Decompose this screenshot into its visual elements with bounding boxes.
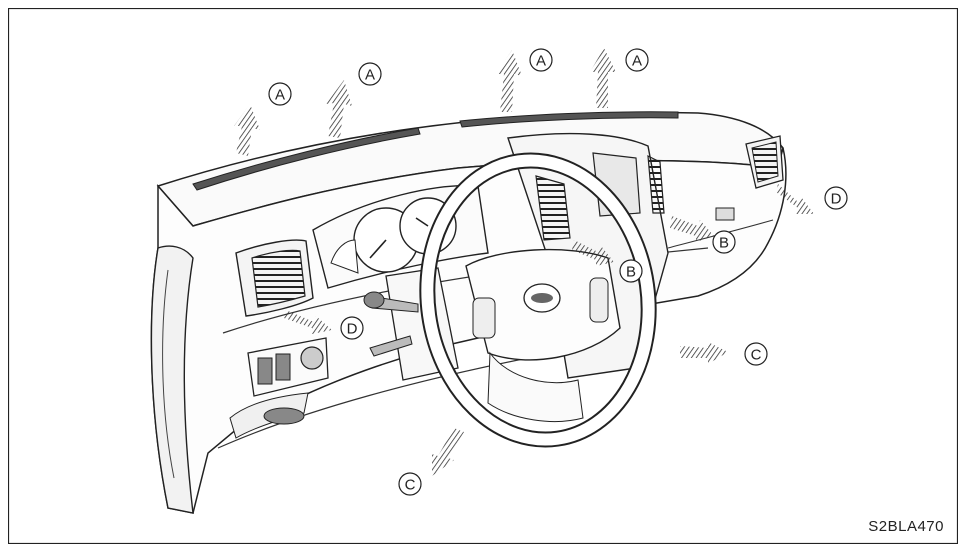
callout-a4: A <box>625 48 649 72</box>
control-knob <box>300 346 324 370</box>
diagram-frame: A A A A B B C C D D S2BLA470 <box>8 8 958 544</box>
dashboard-side-panel <box>150 245 194 514</box>
airflow-arrow-a1 <box>234 104 260 156</box>
switch-1 <box>257 357 273 385</box>
callout-label: A <box>365 67 375 84</box>
airflow-arrow-a3 <box>496 50 522 112</box>
callout-label: A <box>275 87 285 104</box>
vent-center-right <box>647 154 665 214</box>
switch-2 <box>275 353 291 381</box>
steering-wheel <box>419 152 657 448</box>
callout-label: B <box>719 235 729 252</box>
callout-label: D <box>831 191 842 208</box>
airflow-arrow-b2 <box>572 240 614 266</box>
defrost-vent-right <box>459 111 679 128</box>
figure-code: S2BLA470 <box>868 518 944 535</box>
figure-border <box>8 8 958 544</box>
callout-label: C <box>751 347 762 364</box>
wiper-stalk <box>369 335 413 357</box>
callout-a3: A <box>529 48 553 72</box>
dashboard-illustration: A A A A B B C C D D <box>8 8 958 544</box>
callout-b1: B <box>712 230 736 254</box>
callout-a1: A <box>268 82 292 106</box>
callout-d1: D <box>824 186 848 210</box>
small-switch-right <box>715 207 735 221</box>
callout-label: C <box>405 477 416 494</box>
callout-label: D <box>347 321 358 338</box>
airflow-arrow-b1 <box>670 216 714 242</box>
small-gauge <box>330 239 359 274</box>
airflow-arrow-c1 <box>680 342 728 364</box>
vent-center-left <box>535 175 571 241</box>
callout-d2: D <box>340 316 364 340</box>
airflow-arrows <box>234 48 814 476</box>
vent-right-grille <box>751 141 779 183</box>
callout-c2: C <box>398 472 422 496</box>
callout-label: B <box>626 264 636 281</box>
airflow-arrow-d1 <box>776 184 814 214</box>
callout-a2: A <box>358 62 382 86</box>
defrost-vent-left <box>192 127 421 191</box>
airflow-arrow-c2 <box>432 428 464 476</box>
airflow-arrow-d2 <box>284 310 332 334</box>
callout-label: A <box>536 53 546 70</box>
airflow-arrow-a2 <box>326 80 352 138</box>
callout-c1: C <box>744 342 768 366</box>
vent-left-grille <box>251 249 306 308</box>
callout-label: A <box>632 53 642 70</box>
callout-b2: B <box>619 259 643 283</box>
airflow-arrow-a4 <box>590 48 616 108</box>
